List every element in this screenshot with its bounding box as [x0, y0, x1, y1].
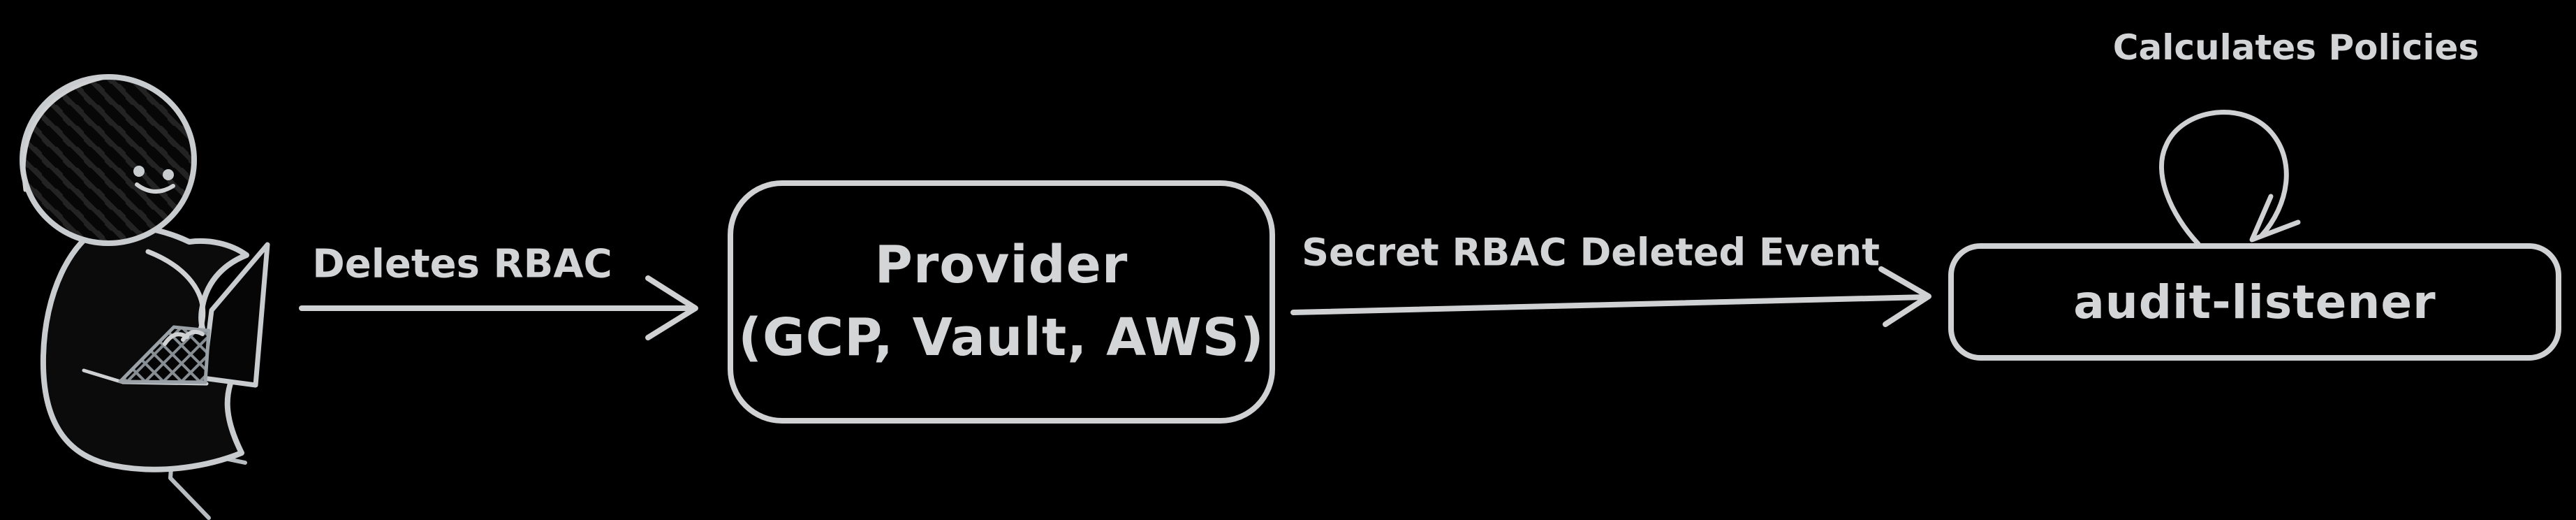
self-loop-curve [2159, 110, 2289, 247]
deletes-rbac-arrow-head [645, 275, 698, 340]
secret-event-arrow [1290, 266, 1931, 327]
self-loop-arrow-head [2249, 194, 2301, 243]
calculates-policies-label: Calculates Policies [2112, 27, 2480, 68]
provider-node: Provider (GCP, Vault, AWS) [728, 180, 1275, 424]
provider-node-subtitle: (GCP, Vault, AWS) [738, 308, 1265, 368]
person-eye-right [163, 169, 174, 180]
laptop-keyboard-crosshatch [118, 325, 211, 384]
person-eye-left [133, 166, 145, 177]
deletes-rbac-arrow [299, 275, 698, 340]
self-loop-arrow [2159, 110, 2301, 247]
secret-event-arrow-head [1878, 266, 1931, 327]
audit-listener-node-label: audit-listener [2073, 275, 2436, 329]
secret-rbac-deleted-event-label: Secret RBAC Deleted Event [1302, 230, 1880, 275]
person-smile [135, 182, 175, 194]
person-with-laptop-illustration [20, 74, 270, 520]
provider-node-title: Provider [874, 235, 1128, 296]
person-head-hatching [22, 77, 194, 243]
person-hand-right [181, 329, 205, 342]
person-head-outline [20, 74, 197, 246]
audit-listener-node: audit-listener [1948, 243, 2561, 361]
secret-event-arrow-shaft [1290, 294, 1929, 315]
person-head-sketch-line [22, 76, 104, 192]
deletes-rbac-label: Deletes RBAC [312, 241, 612, 287]
